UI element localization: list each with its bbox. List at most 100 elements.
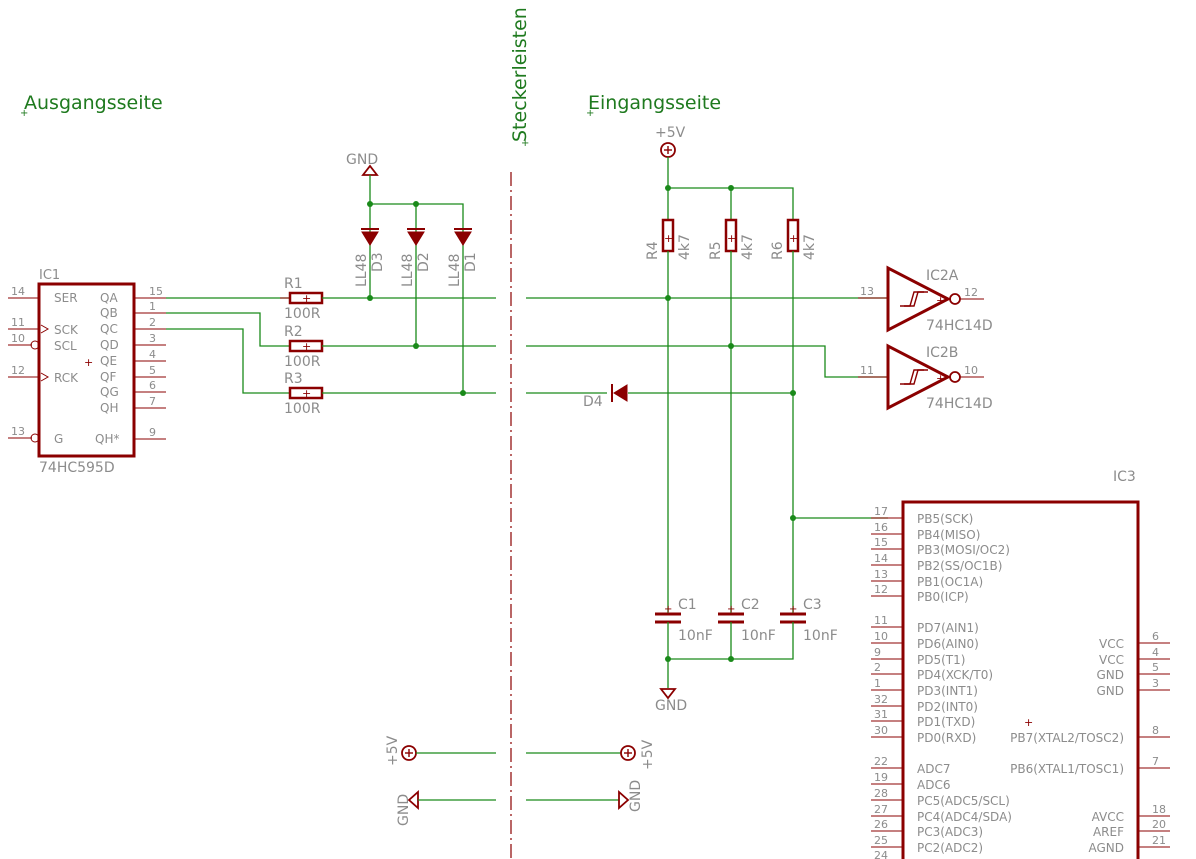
ic3-pin-name: PD6(AIN0) — [917, 637, 979, 651]
ic3-pin-num: 10 — [874, 630, 888, 643]
resistor-r2: + R2 100R — [284, 324, 324, 370]
ic3-pin-num: 17 — [874, 505, 888, 518]
svg-text:+: + — [936, 372, 945, 385]
ic3-pin-name: PB6(XTAL1/TOSC1) — [1010, 762, 1124, 776]
ic3-atmega: IC3 + 17PB5(SCK)16PB4(MISO)15PB3(MOSI/OC… — [871, 469, 1170, 859]
diode-d4: D4 — [583, 384, 628, 410]
svg-text:QA: QA — [100, 291, 118, 305]
svg-text:14: 14 — [11, 285, 25, 298]
svg-text:+5V: +5V — [385, 735, 401, 766]
svg-text:5: 5 — [149, 364, 156, 377]
svg-text:4k7: 4k7 — [677, 234, 693, 260]
svg-text:+: + — [664, 604, 672, 615]
ic3-pin-name: PD7(AIN1) — [917, 621, 979, 635]
origin-mark: + — [586, 108, 594, 119]
ic3-pin-name: PC3(ADC3) — [917, 825, 983, 839]
ic3-pin-num: 8 — [1152, 724, 1159, 737]
svg-text:6: 6 — [149, 379, 156, 392]
ic3-pin-name: PD2(INT0) — [917, 700, 978, 714]
ic2b-inverter: + 11 10 IC2B 74HC14D — [858, 343, 993, 412]
resistor-r4: + R4 4k7 — [645, 218, 693, 260]
ic3-pin-num: 7 — [1152, 755, 1159, 768]
svg-text:10nF: 10nF — [803, 628, 838, 644]
svg-text:+: + — [84, 356, 93, 369]
note-output-side: Ausgangsseite — [24, 92, 163, 114]
resistor-r6: + R6 4k7 — [770, 218, 818, 260]
ic3-pin-num: 9 — [874, 646, 881, 659]
ic3-pin-name: PD1(TXD) — [917, 715, 975, 729]
wire-qb — [166, 312, 290, 347]
ic3-pin-num: 20 — [1152, 818, 1166, 831]
svg-text:GND: GND — [628, 780, 644, 812]
ic3-pin-num: 30 — [874, 724, 888, 737]
ic3-pin-name: AREF — [1093, 825, 1124, 839]
ic3-pin-num: 19 — [874, 771, 888, 784]
svg-text:+5V: +5V — [655, 125, 686, 141]
r3-value: 100R — [284, 401, 321, 417]
svg-text:10nF: 10nF — [678, 628, 713, 644]
svg-text:7: 7 — [149, 395, 156, 408]
svg-text:+: + — [302, 292, 311, 305]
svg-text:4k7: 4k7 — [802, 234, 818, 260]
svg-text:R5: R5 — [708, 241, 724, 260]
svg-text:QF: QF — [100, 370, 116, 384]
ic1-value: 74HC595D — [39, 460, 115, 476]
origin-mark: + — [20, 108, 28, 119]
svg-text:+: + — [727, 232, 736, 245]
ic3-pin-num: 1 — [874, 677, 881, 690]
ic3-pin-name: PB0(ICP) — [917, 590, 969, 604]
svg-text:74HC14D: 74HC14D — [926, 318, 993, 334]
capacitor-c3: + C3 10nF — [780, 597, 838, 644]
ic3-pin-name: PB2(SS/OC1B) — [917, 559, 1002, 573]
svg-text:4: 4 — [149, 348, 156, 361]
ic3-pin-name: GND — [1096, 668, 1124, 682]
ic3-pin-num: 22 — [874, 755, 888, 768]
ic3-pin-num: 31 — [874, 708, 888, 721]
ic3-pin-name: PD3(INT1) — [917, 684, 978, 698]
svg-text:IC2B: IC2B — [926, 345, 958, 361]
svg-text:SCL: SCL — [54, 339, 77, 353]
ic2a-inverter: + 13 12 IC2A 74HC14D — [858, 265, 993, 334]
ic3-pin-num: 3 — [1152, 677, 1159, 690]
svg-text:12: 12 — [964, 286, 978, 299]
svg-text:10: 10 — [964, 364, 978, 377]
svg-text:9: 9 — [149, 426, 156, 439]
svg-text:SCK: SCK — [54, 323, 79, 337]
svg-text:+: + — [664, 232, 673, 245]
ic3-pin-num: 24 — [874, 849, 888, 859]
svg-text:GND: GND — [655, 698, 687, 714]
ic3-pin-name: PC5(ADC5/SCL) — [917, 794, 1010, 808]
ic3-pin-num: 5 — [1152, 661, 1159, 674]
ic3-pin-num: 13 — [874, 568, 888, 581]
svg-text:11: 11 — [860, 364, 874, 377]
gnd-left-symbol: GND — [396, 789, 419, 826]
svg-text:10: 10 — [11, 332, 25, 345]
svg-text:12: 12 — [11, 364, 25, 377]
ic3-pin-name: PD4(XCK/T0) — [917, 668, 993, 682]
ic3-pin-num: 21 — [1152, 834, 1166, 847]
svg-text:R6: R6 — [770, 241, 786, 260]
svg-text:4k7: 4k7 — [740, 234, 756, 260]
note-input-side: Eingangsseite — [588, 92, 721, 114]
svg-text:D4: D4 — [583, 394, 603, 410]
ic3-pin-name: PB4(MISO) — [917, 528, 980, 542]
svg-text:10nF: 10nF — [741, 628, 776, 644]
ic3-pin-num: 2 — [874, 661, 881, 674]
svg-text:QC: QC — [100, 322, 118, 336]
resistor-r1: + R1 100R — [280, 276, 332, 322]
svg-text:C1: C1 — [678, 597, 697, 613]
ic3-pin-name: PB7(XTAL2/TOSC2) — [1010, 731, 1124, 745]
capacitor-c1: + C1 10nF — [655, 597, 713, 644]
svg-text:R4: R4 — [645, 241, 661, 260]
ic3-pin-name: GND — [1096, 684, 1124, 698]
svg-text:SER: SER — [54, 291, 78, 305]
svg-text:+: + — [302, 387, 311, 400]
ic3-name: IC3 — [1113, 469, 1136, 485]
note-connectors: Steckerleisten — [509, 7, 531, 142]
svg-text:D3: D3 — [370, 252, 386, 272]
vcc-left-symbol: +5V — [385, 735, 417, 766]
ic3-pin-num: 6 — [1152, 630, 1159, 643]
svg-text:C3: C3 — [803, 597, 822, 613]
svg-text:D1: D1 — [463, 252, 479, 272]
